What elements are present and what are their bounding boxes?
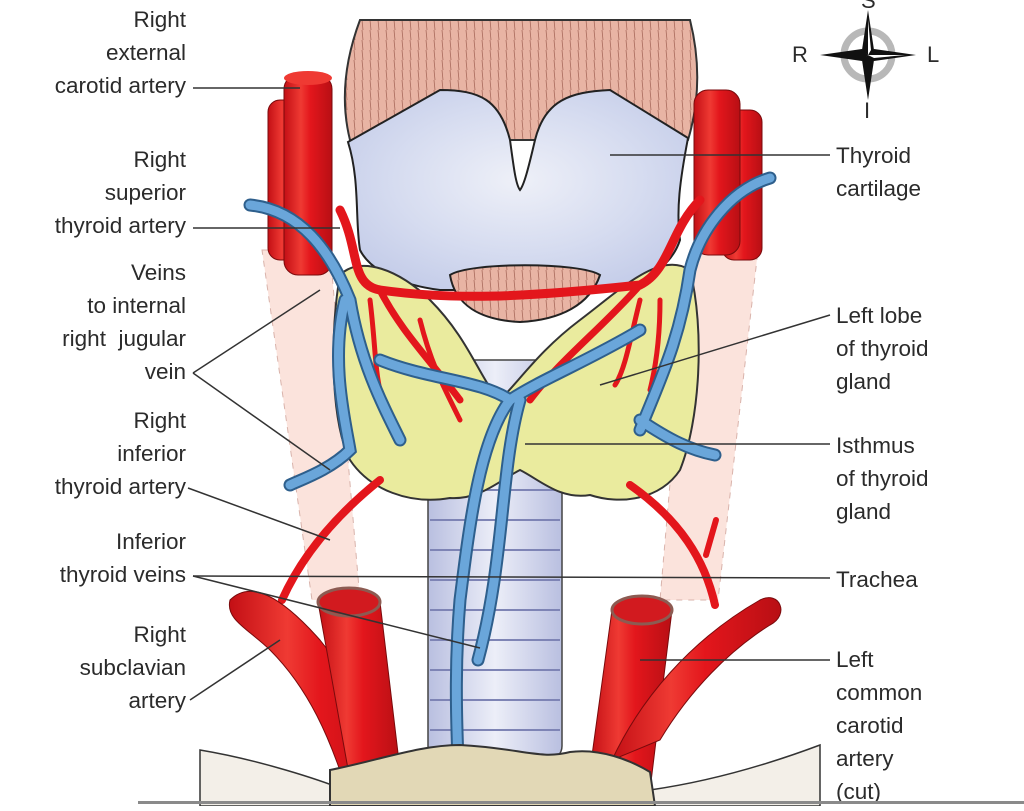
label-left-lobe-of-thyroid-gland: Left lobe of thyroid gland (836, 299, 929, 398)
label-line: thyroid artery (54, 213, 186, 238)
label-line: Right (133, 147, 186, 172)
label-line: artery (836, 746, 894, 771)
label-line: Right (133, 622, 186, 647)
label-line: subclavian (79, 655, 186, 680)
label-line: right jugular (62, 326, 186, 351)
label-right-superior-thyroid-artery: Right superior thyroid artery (55, 143, 186, 242)
label-line: artery (128, 688, 186, 713)
label-right-external-carotid-artery: Right external carotid artery (55, 3, 186, 102)
label-line: Right (133, 408, 186, 433)
thyroid-veins (243, 171, 777, 767)
label-trachea: Trachea (836, 563, 918, 596)
right-common-carotid-artery-shape (316, 586, 401, 781)
label-line: gland (836, 499, 892, 524)
label-right-subclavian-artery: Right subclavian artery (80, 618, 186, 717)
label-line: cartilage (836, 176, 922, 201)
label-line: Isthmus (836, 433, 915, 458)
label-thyroid-cartilage: Thyroid cartilage (836, 139, 921, 205)
label-inferior-thyroid-veins: Inferior thyroid veins (60, 525, 186, 591)
label-left-common-carotid-artery-cut: Left common carotid artery (cut) (836, 643, 922, 808)
label-line: Right (133, 7, 186, 32)
label-line: thyroid artery (54, 474, 186, 499)
label-line: inferior (117, 441, 186, 466)
label-veins-to-internal-right-jugular-vein: Veins to internal right jugular vein (62, 256, 186, 388)
label-line: of thyroid (836, 336, 929, 361)
compass-superior-label: S (861, 0, 876, 13)
label-line: carotid (836, 713, 904, 738)
label-line: common (836, 680, 923, 705)
thyroid-cartilage-shape (346, 88, 690, 291)
left-external-carotid-artery-shape (693, 89, 763, 261)
inferior-thyroid-arteries (278, 476, 719, 609)
label-line: to internal (87, 293, 186, 318)
sternum-clavicle-shape (199, 743, 821, 807)
label-line: Trachea (836, 567, 918, 592)
label-isthmus-of-thyroid-gland: Isthmus of thyroid gland (836, 429, 929, 528)
label-line: carotid artery (54, 73, 186, 98)
label-line: gland (836, 369, 892, 394)
compass-inferior-label: I (864, 98, 871, 123)
label-line: Veins (130, 260, 186, 285)
leader-lines (187, 87, 831, 701)
bottom-divider (138, 801, 1024, 804)
label-line: Left lobe (836, 303, 923, 328)
label-line: Inferior (115, 529, 186, 554)
compass-right-label: R (792, 42, 808, 67)
label-right-inferior-thyroid-artery: Right inferior thyroid artery (55, 404, 186, 503)
compass-left-label: L (927, 42, 940, 67)
label-line: external (105, 40, 186, 65)
left-common-carotid-artery-shape (589, 594, 674, 791)
label-line: vein (144, 359, 186, 384)
label-line: of thyroid (836, 466, 929, 491)
label-line: Left (836, 647, 874, 672)
label-line: thyroid veins (59, 562, 186, 587)
label-line: superior (104, 180, 186, 205)
compass-rose-icon (820, 10, 916, 100)
label-line: (cut) (836, 779, 881, 804)
label-line: Thyroid (836, 143, 912, 168)
